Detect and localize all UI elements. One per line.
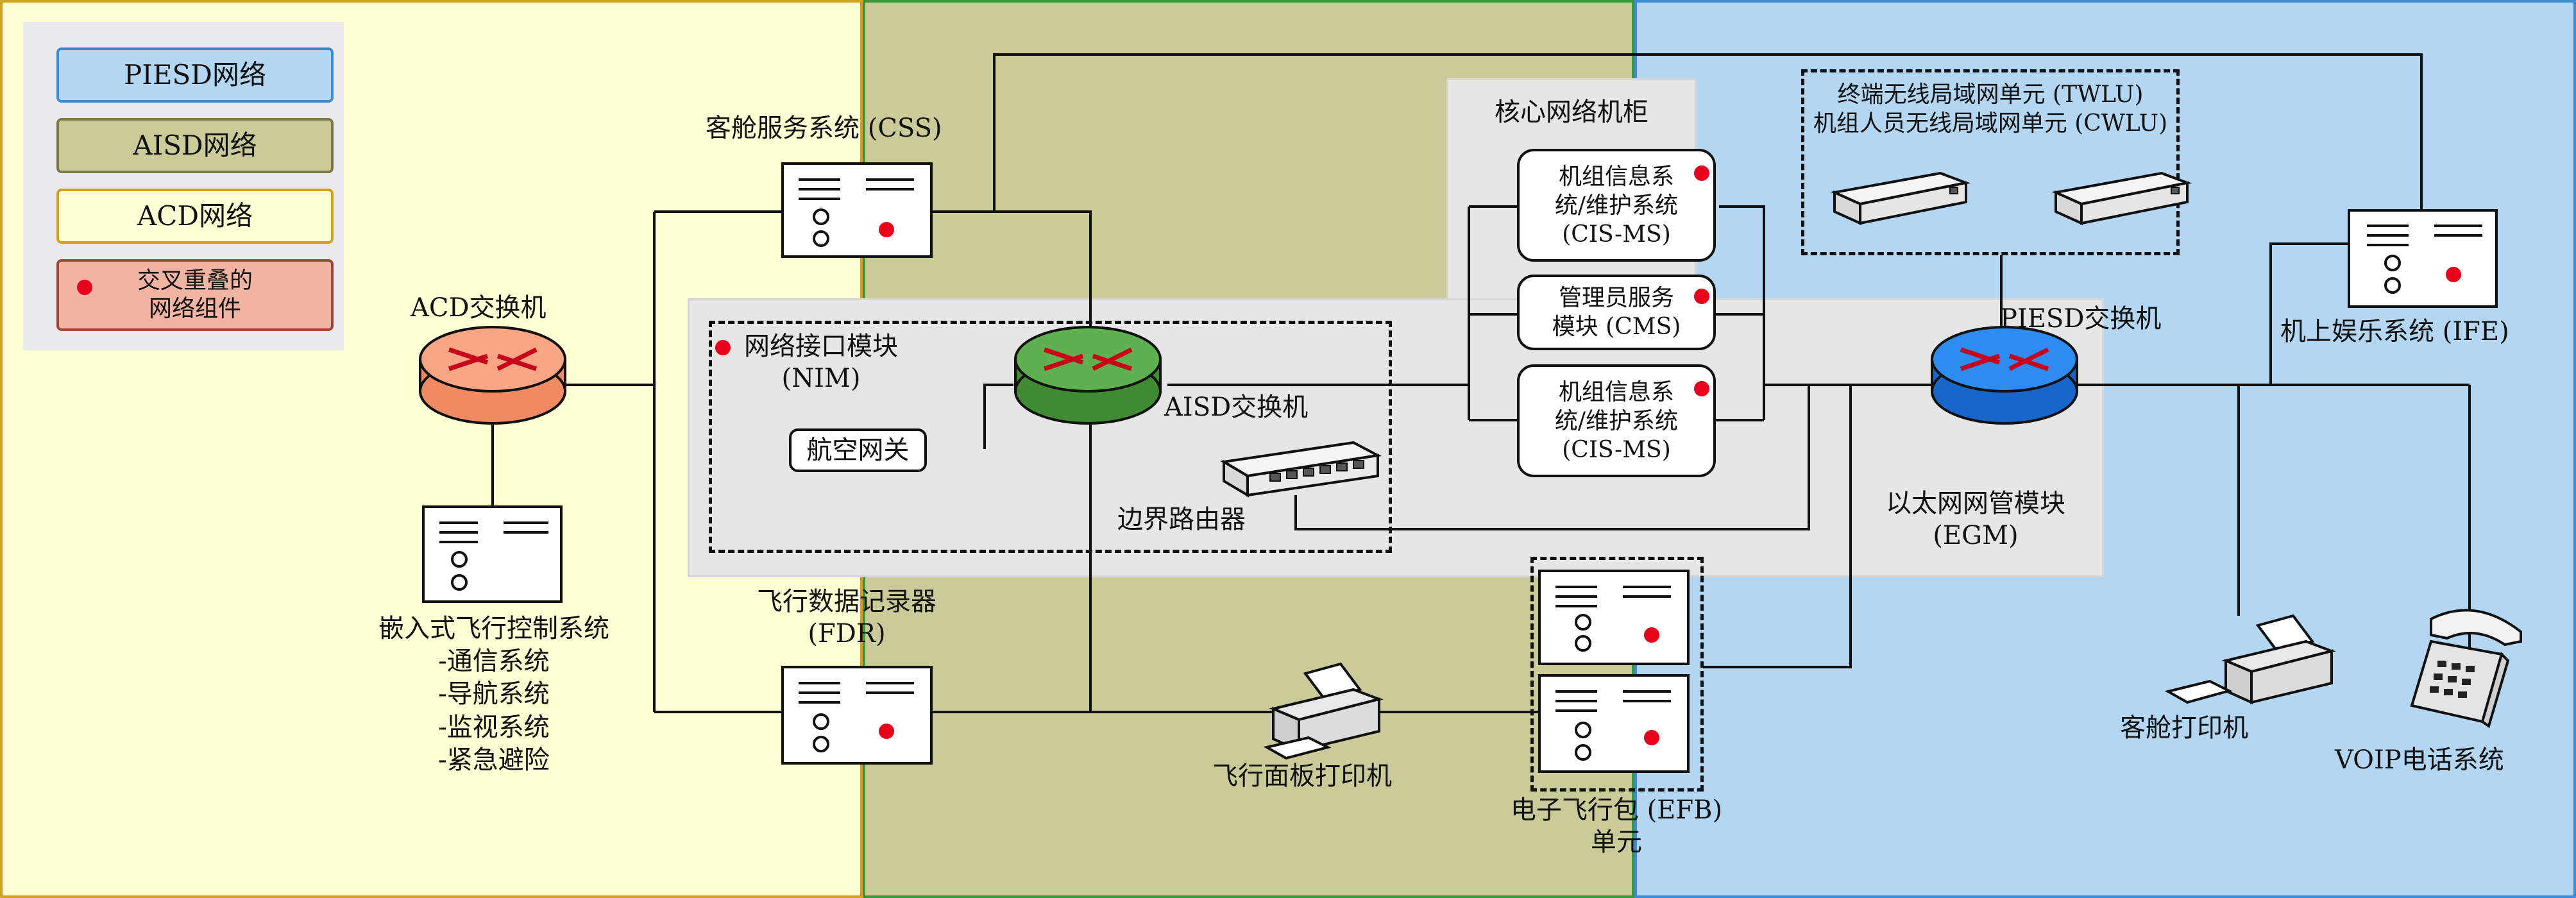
fdr-label-line2: (FDR) <box>808 619 886 648</box>
fdr-label-line1: 飞行数据记录器 <box>757 587 936 616</box>
cms-overlap-dot-icon <box>1694 289 1709 304</box>
acd-switch-label: ACD交换机 <box>411 293 547 323</box>
cis-ms-bottom-overlap-dot-icon <box>1694 381 1709 396</box>
legend-panel: PIESD网络 AISD网络 ACD网络 交叉重叠的 网络组件 <box>23 22 344 350</box>
legend-overlap: 交叉重叠的 网络组件 <box>56 259 334 331</box>
efb-label-line1: 电子飞行包 (EFB) <box>1510 795 1723 825</box>
nim-label: 网络接口模块 (NIM) <box>715 330 927 394</box>
embedded-fcs-label: 嵌入式飞行控制系统 -通信系统 -导航系统 -监视系统 -紧急避险 <box>346 613 641 777</box>
embedded-fcs-title: 嵌入式飞行控制系统 <box>378 614 609 643</box>
css-server-icon <box>781 162 933 258</box>
embedded-fcs-item: -紧急避险 <box>438 745 550 775</box>
efb-server-bottom-icon <box>1538 674 1690 773</box>
piesd-switch-label: PIESD交换机 <box>2000 304 2162 334</box>
cis-ms-top-line3: (CIS-MS) <box>1562 221 1671 248</box>
cabin-printer-icon <box>2164 614 2336 705</box>
wlan-label: 终端无线局域网单元 (TWLU) 机组人员无线局域网单元 (CWLU) <box>1801 80 2180 138</box>
nim-label-line1: 网络接口模块 <box>744 332 898 361</box>
efb-server-top-icon <box>1538 570 1690 665</box>
legend-piesd: PIESD网络 <box>56 47 334 103</box>
cis-ms-top-box: 机组信息系 统/维护系统 (CIS-MS) <box>1517 149 1716 262</box>
flight-printer-label: 飞行面板打印机 <box>1212 761 1392 791</box>
cabin-printer-label: 客舱打印机 <box>2120 713 2248 743</box>
embedded-fcs-item: -导航系统 <box>438 679 550 709</box>
voip-label: VOIP电话系统 <box>2335 745 2504 775</box>
nim-dashed-group <box>709 321 1392 553</box>
nim-overlap-dot-icon <box>715 340 731 355</box>
twlu-label: 终端无线局域网单元 (TWLU) <box>1837 81 2144 108</box>
cms-line2: 模块 (CMS) <box>1552 314 1681 340</box>
efb-dashed-group <box>1530 557 1704 792</box>
cms-box: 管理员服务 模块 (CMS) <box>1517 275 1716 350</box>
egm-label: 以太网网管模块 (EGM) <box>1847 487 2104 552</box>
cis-ms-bottom-line2: 统/维护系统 <box>1554 407 1679 434</box>
flight-printer-icon <box>1263 662 1384 760</box>
overlap-dot-icon <box>77 280 92 295</box>
cis-ms-top-line1: 机组信息系 <box>1558 163 1674 190</box>
cis-ms-bottom-box: 机组信息系 统/维护系统 (CIS-MS) <box>1517 364 1716 477</box>
fdr-server-icon <box>781 666 933 765</box>
css-label: 客舱服务系统 (CSS) <box>706 114 942 143</box>
cwlu-unit-icon <box>2051 171 2192 226</box>
border-router-label: 边界路由器 <box>1117 505 1246 534</box>
egm-label-line1: 以太网网管模块 <box>1886 489 2065 518</box>
wlan-dashed-group <box>1801 69 2180 255</box>
egm-label-line2: (EGM) <box>1933 521 2019 550</box>
acd-router-icon <box>419 326 566 425</box>
cms-line1: 管理员服务 <box>1558 285 1674 311</box>
efb-label: 电子飞行包 (EFB) 单元 <box>1469 794 1764 858</box>
nim-label-line2: (NIM) <box>781 364 861 393</box>
cis-ms-top-overlap-dot-icon <box>1694 165 1709 181</box>
cis-ms-top-line2: 统/维护系统 <box>1554 192 1679 219</box>
efb-label-line2: 单元 <box>1591 827 1642 857</box>
twlu-unit-icon <box>1830 171 1971 226</box>
ife-server-icon <box>2348 209 2498 308</box>
legend-overlap-line2: 网络组件 <box>148 296 241 322</box>
border-router-switch-icon <box>1220 441 1382 498</box>
aisd-switch-label: AISD交换机 <box>1164 393 1309 422</box>
cis-ms-bottom-line3: (CIS-MS) <box>1562 436 1671 463</box>
legend-overlap-line1: 交叉重叠的 <box>137 267 253 294</box>
cis-ms-bottom-line1: 机组信息系 <box>1558 378 1674 405</box>
aviation-gateway-label: 航空网关 <box>806 436 910 465</box>
embedded-fcs-server-icon <box>422 505 563 603</box>
fdr-label: 飞行数据记录器 (FDR) <box>718 586 975 650</box>
ife-label: 机上娱乐系统 (IFE) <box>2280 317 2509 346</box>
embedded-fcs-item: -通信系统 <box>438 647 550 677</box>
embedded-fcs-item: -监视系统 <box>438 712 550 742</box>
aviation-gateway-box: 航空网关 <box>789 428 927 472</box>
legend-acd: ACD网络 <box>56 189 334 244</box>
cwlu-label: 机组人员无线局域网单元 (CWLU) <box>1813 110 2168 137</box>
piesd-router-icon <box>1931 326 2078 425</box>
core-cabinet-label: 核心网络机柜 <box>1495 97 1648 127</box>
legend-aisd: AISD网络 <box>56 118 334 173</box>
voip-telephone-icon <box>2410 609 2522 729</box>
aisd-router-icon <box>1014 326 1162 425</box>
